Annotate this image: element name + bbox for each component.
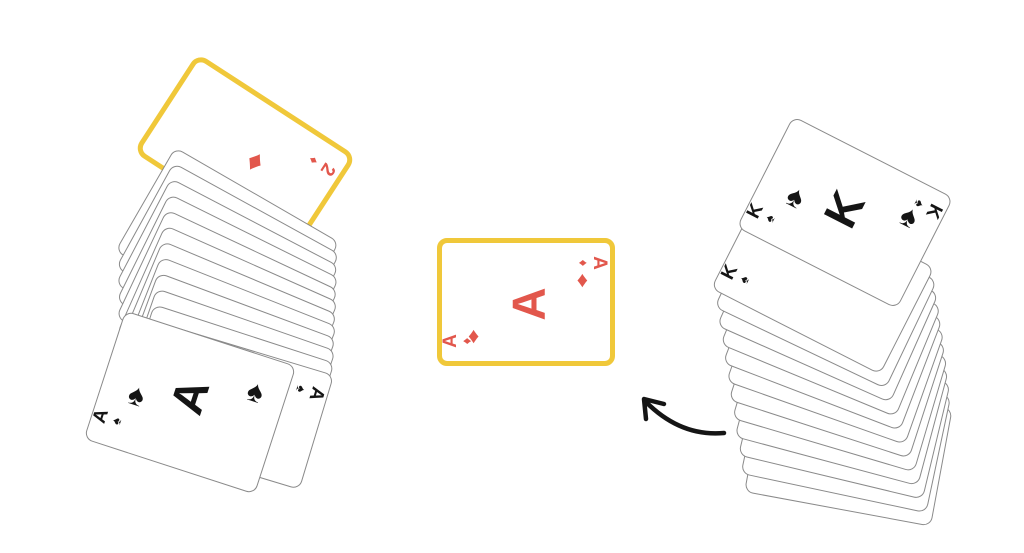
card-index: K♠ bbox=[716, 258, 755, 292]
center-played-card[interactable]: A♦ ♦ A ♦ A♦ bbox=[437, 238, 615, 366]
spade-icon: ♠ bbox=[780, 179, 811, 216]
card-rank-large: K bbox=[813, 182, 875, 236]
card-index: A♠ bbox=[88, 403, 125, 434]
spade-icon: ♠ bbox=[123, 377, 150, 414]
diamond-icon: ♦ bbox=[468, 323, 480, 348]
card-index: 2♦ bbox=[303, 148, 342, 184]
card-index: A♠ bbox=[291, 377, 329, 407]
diamond-icon: ♦ bbox=[576, 267, 588, 292]
card-index: A♦ bbox=[440, 330, 474, 352]
card-rank-large: A bbox=[502, 287, 555, 321]
diamond-icon: ♦ bbox=[239, 143, 271, 180]
card-index: K♠ bbox=[742, 197, 781, 231]
spade-icon: ♠ bbox=[242, 374, 269, 411]
card-rank-large: A bbox=[159, 372, 220, 421]
curved-arrow-icon bbox=[641, 396, 727, 436]
diamond-icon: ♦ bbox=[459, 337, 474, 345]
